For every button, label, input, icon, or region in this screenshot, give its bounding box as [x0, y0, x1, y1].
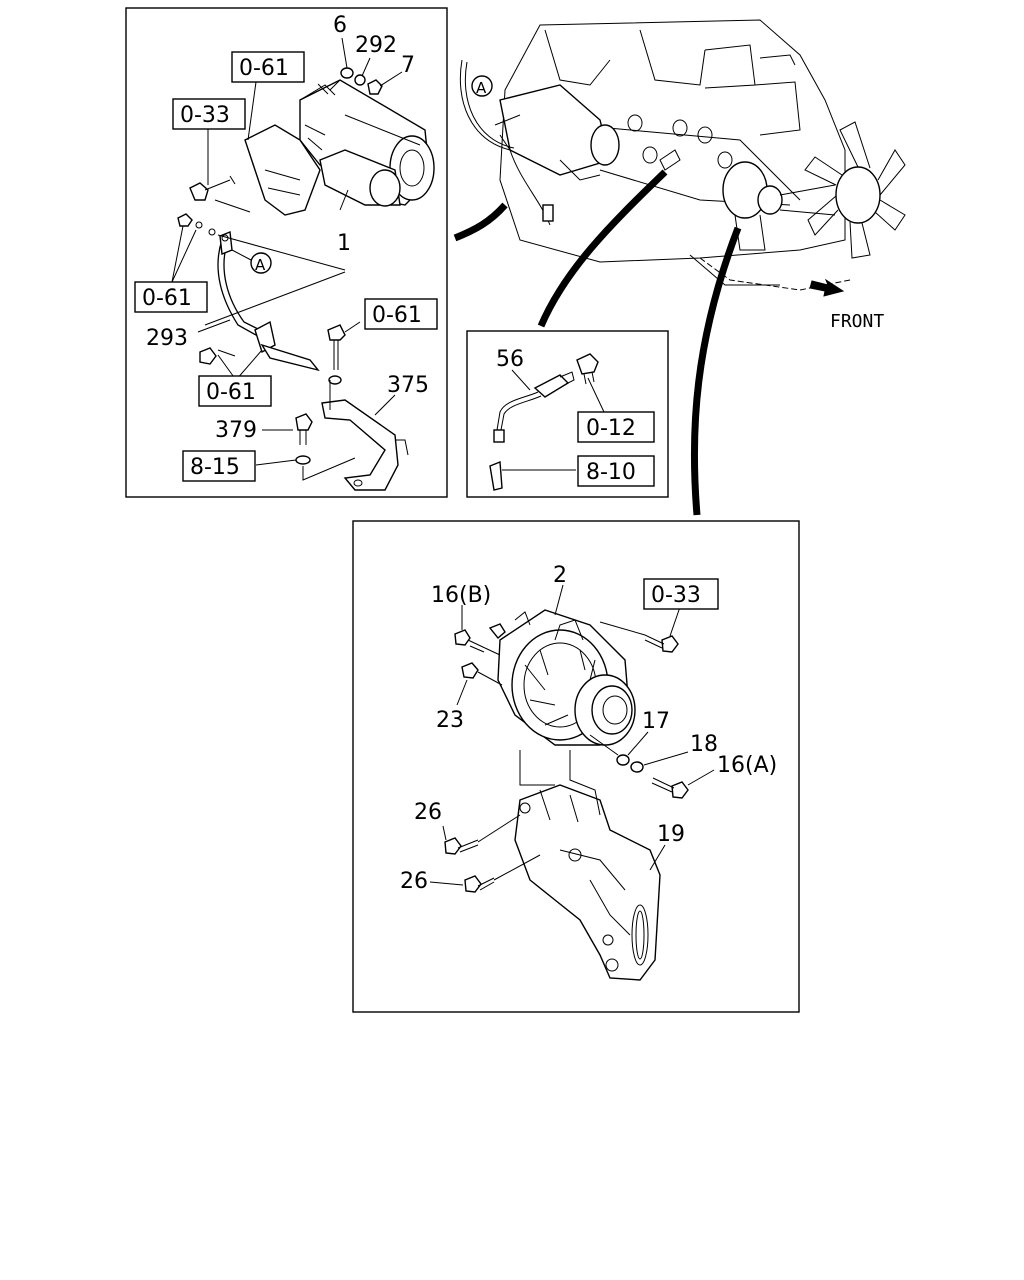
label-293: 293 [146, 326, 188, 351]
label-23: 23 [436, 708, 464, 733]
label-16a: 16(A) [717, 753, 777, 778]
fan-icon [804, 121, 906, 259]
leader-starter [453, 202, 508, 242]
ref-8-15: 8-15 [190, 455, 240, 480]
label-2: 2 [553, 563, 567, 588]
label-379: 379 [215, 418, 257, 443]
front-label: FRONT [830, 311, 884, 332]
ref-0-61-bottom: 0-61 [206, 380, 256, 405]
starter-motor [299, 79, 435, 207]
callout-a-label: A [476, 79, 487, 97]
ref-8-10: 8-10 [586, 460, 636, 485]
ref-0-61-left: 0-61 [142, 286, 192, 311]
label-292: 292 [355, 33, 397, 58]
callout-a-label-panel: A [255, 256, 266, 274]
sensor-panel: 56 0-12 8-10 [466, 330, 669, 498]
label-19: 19 [657, 822, 685, 847]
engine-overview: A FRONT [459, 19, 906, 332]
label-17: 17 [642, 709, 670, 734]
callout-a-circle [471, 75, 493, 97]
part-6-washer [340, 67, 354, 79]
label-375: 375 [387, 373, 429, 398]
label-26-upper: 26 [414, 800, 442, 825]
front-arrow-icon [809, 278, 845, 297]
part-7-nut [367, 79, 383, 95]
ref-0-61-top: 0-61 [239, 56, 289, 81]
label-26-lower: 26 [400, 869, 428, 894]
label-1: 1 [337, 231, 351, 256]
label-18: 18 [690, 732, 718, 757]
ref-0-12: 0-12 [586, 416, 636, 441]
alternator-panel: 2 16(B) 23 17 18 16(A) 26 26 19 0-33 [352, 520, 800, 1013]
label-6: 6 [333, 13, 347, 38]
label-7: 7 [401, 53, 415, 78]
ref-0-33-alt: 0-33 [651, 583, 701, 608]
ref-0-33: 0-33 [180, 103, 230, 128]
label-16b: 16(B) [431, 583, 491, 608]
starter-panel: A 6 292 7 1 293 375 379 0-61 0-33 0-61 0… [125, 7, 448, 498]
label-56: 56 [496, 347, 524, 372]
ref-0-61-right: 0-61 [372, 303, 422, 328]
alternator [497, 609, 636, 746]
leader-sensor [537, 169, 668, 328]
leader-alternator [690, 226, 742, 516]
